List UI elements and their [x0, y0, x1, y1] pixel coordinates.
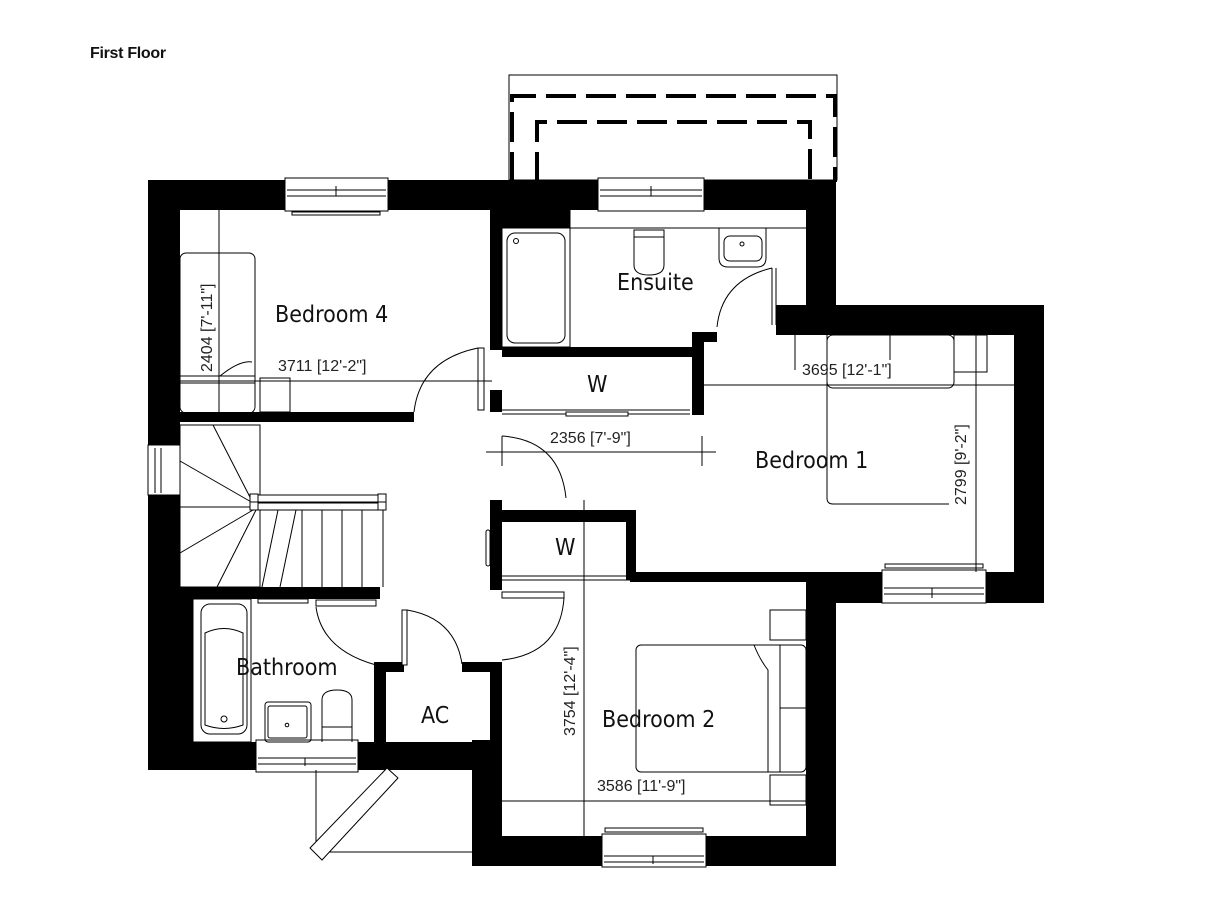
bedroom2-bed: [635, 609, 807, 806]
room-label-bathroom: Bathroom: [236, 655, 338, 681]
internal-walls: [180, 210, 806, 762]
ac-door: [401, 609, 463, 666]
dim-bedroom4-height: 2404 [7'-11"]: [199, 284, 216, 373]
ensuite-door: [716, 267, 777, 328]
bathroom-door: [257, 598, 377, 666]
staircase: [179, 424, 387, 588]
dormer-outline: [508, 74, 838, 182]
room-label-ensuite: Ensuite: [617, 270, 694, 296]
room-label-wardrobe-upper: W: [587, 372, 607, 398]
dim-bedroom4-width: 3711 [12'-2"]: [278, 358, 367, 375]
window-bedroom4: [284, 177, 389, 216]
wardrobe-upper-doors: [502, 409, 690, 417]
bathroom-bath: [192, 598, 252, 743]
window-bedroom1: [881, 563, 987, 604]
window-bathroom: [255, 739, 359, 773]
dim-bedroom1-height: 2799 [9'-2"]: [953, 424, 970, 505]
room-label-ac: AC: [421, 703, 449, 729]
bedroom2-door: [501, 591, 565, 661]
room-label-bedroom4: Bedroom 4: [275, 302, 388, 328]
dim-landing-width: 2356 [7'-9"]: [550, 430, 631, 447]
floor-title: First Floor: [90, 45, 166, 62]
dim-bedroom2-height: 3754 [12'-4"]: [562, 646, 579, 736]
bedroom1-bed: [794, 334, 988, 505]
external-walls: [148, 180, 1044, 866]
bedroom4-bed: [179, 252, 291, 414]
porch-canopy: [309, 767, 472, 861]
room-label-bedroom1: Bedroom 1: [755, 448, 868, 474]
ensuite-bath: [501, 227, 571, 348]
room-label-wardrobe-lower: W: [555, 535, 575, 561]
wardrobe-lower-doors: [485, 529, 630, 581]
window-ensuite: [597, 177, 705, 212]
bedroom1-door: [501, 435, 567, 499]
bedroom4-door: [413, 347, 485, 413]
window-bedroom2: [601, 827, 707, 868]
bathroom-toilet: [321, 689, 353, 742]
bathroom-sink: [264, 701, 312, 743]
ensuite-sink: [718, 227, 767, 268]
ensuite-toilet: [633, 229, 665, 276]
dim-bedroom1-width: 3695 [12'-1"]: [802, 362, 892, 379]
window-stair: [147, 444, 181, 496]
dimension-lines: [180, 210, 1014, 836]
dim-bedroom2-width: 3586 [11'-9"]: [597, 778, 686, 795]
room-label-bedroom2: Bedroom 2: [602, 707, 715, 733]
